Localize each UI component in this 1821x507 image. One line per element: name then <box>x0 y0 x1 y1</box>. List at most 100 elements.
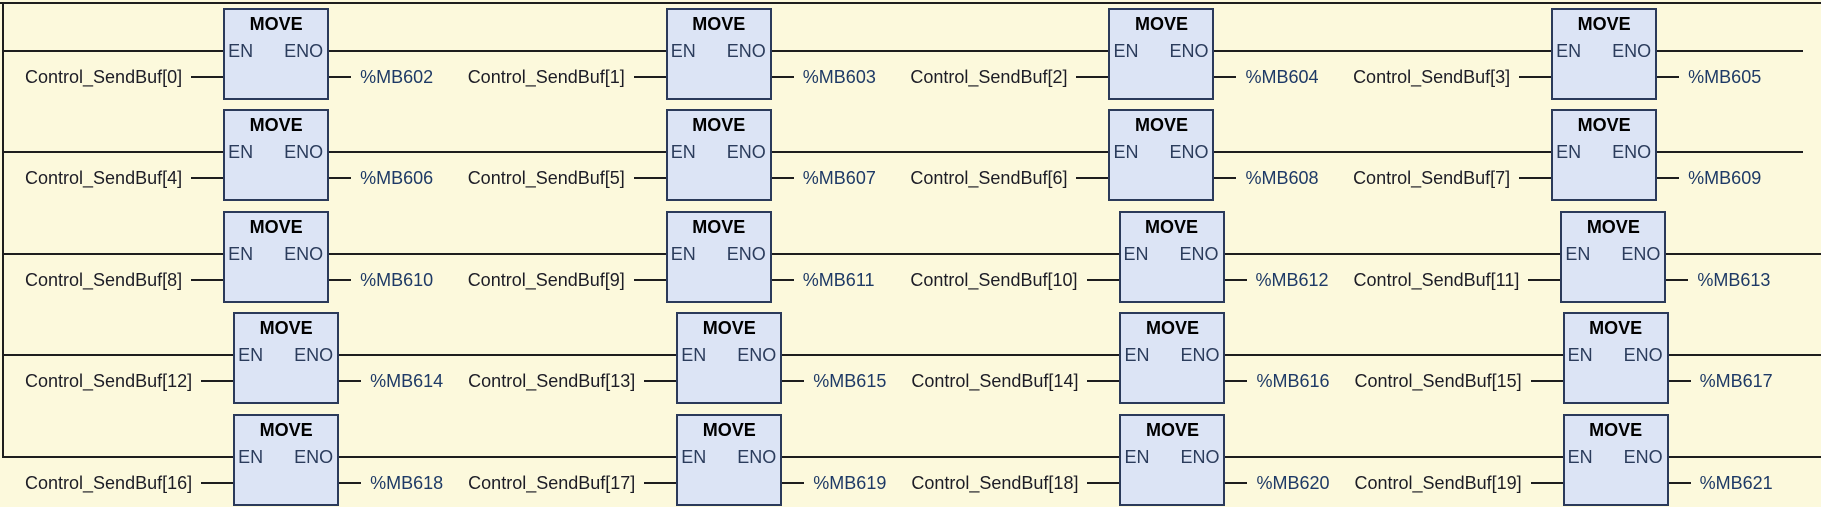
output-operand[interactable]: %MB607 <box>802 168 876 189</box>
move-block[interactable]: MOVE EN ENO <box>1119 312 1226 405</box>
input-operand[interactable]: Control_SendBuf[15] <box>1354 371 1522 392</box>
output-operand[interactable]: %MB617 <box>1699 371 1773 392</box>
input-operand[interactable]: Control_SendBuf[14] <box>911 371 1079 392</box>
rung-segment: Control_SendBuf[5] MOVE EN ENO %MB607 <box>443 101 886 202</box>
input-operand[interactable]: Control_SendBuf[5] <box>467 168 625 189</box>
input-operand[interactable]: Control_SendBuf[12] <box>25 371 193 392</box>
output-operand[interactable]: %MB605 <box>1688 67 1762 87</box>
move-block[interactable]: MOVE EN ENO <box>1118 210 1225 303</box>
output-operand[interactable]: %MB603 <box>802 67 876 87</box>
en-port-label: EN <box>1556 142 1582 163</box>
output-operand[interactable]: %MB615 <box>813 371 887 392</box>
move-block[interactable]: MOVE EN ENO <box>223 109 330 202</box>
input-wire-stub <box>644 481 677 484</box>
move-block[interactable]: MOVE EN ENO <box>1562 413 1669 506</box>
move-block[interactable]: MOVE EN ENO <box>1562 312 1669 405</box>
move-block[interactable]: MOVE EN ENO <box>665 8 772 100</box>
input-operand[interactable]: Control_SendBuf[7] <box>1353 168 1511 189</box>
en-port-label: EN <box>670 41 696 61</box>
input-operand[interactable]: Control_SendBuf[17] <box>468 472 636 493</box>
output-wire-stub <box>1225 380 1248 383</box>
input-operand[interactable]: Control_SendBuf[10] <box>910 269 1078 290</box>
output-operand[interactable]: %MB616 <box>1256 371 1330 392</box>
move-block-title: MOVE <box>1577 115 1631 136</box>
output-operand[interactable]: %MB609 <box>1688 168 1762 189</box>
rung-segment: Control_SendBuf[6] MOVE EN ENO %MB608 <box>885 101 1328 202</box>
output-operand[interactable]: %MB610 <box>360 269 434 290</box>
output-operand[interactable]: %MB606 <box>360 168 434 189</box>
move-block[interactable]: MOVE EN ENO <box>665 210 772 303</box>
output-wire-stub <box>1668 380 1691 383</box>
input-operand[interactable]: Control_SendBuf[1] <box>467 67 625 87</box>
output-wire-stub <box>339 481 362 484</box>
input-operand[interactable]: Control_SendBuf[8] <box>25 269 183 290</box>
input-wire-stub <box>191 177 224 180</box>
output-operand[interactable]: %MB604 <box>1245 67 1319 87</box>
output-operand[interactable]: %MB611 <box>802 269 875 290</box>
en-port-label: EN <box>228 243 254 264</box>
output-operand[interactable]: %MB620 <box>1256 472 1330 493</box>
move-block[interactable]: MOVE EN ENO <box>665 109 772 202</box>
output-operand[interactable]: %MB621 <box>1699 472 1773 493</box>
ladder-rung: Control_SendBuf[12] MOVE EN ENO %MB614 C… <box>0 304 1821 405</box>
output-operand[interactable]: %MB602 <box>360 67 434 87</box>
move-block[interactable]: MOVE EN ENO <box>676 312 783 405</box>
en-port-label: EN <box>1556 41 1582 61</box>
input-operand[interactable]: Control_SendBuf[11] <box>1353 269 1520 290</box>
move-block-title: MOVE <box>249 115 303 136</box>
en-port-label: EN <box>681 345 707 366</box>
move-block[interactable]: MOVE EN ENO <box>1560 210 1667 303</box>
output-operand[interactable]: %MB618 <box>370 472 444 493</box>
move-block[interactable]: MOVE EN ENO <box>1119 413 1226 506</box>
en-port-label: EN <box>1124 345 1150 366</box>
en-port-label: EN <box>670 243 696 264</box>
move-block[interactable]: MOVE EN ENO <box>233 413 340 506</box>
output-wire-stub <box>782 380 805 383</box>
output-wire-stub <box>1224 278 1247 281</box>
move-block[interactable]: MOVE EN ENO <box>1551 109 1658 202</box>
ladder-rung: Control_SendBuf[16] MOVE EN ENO %MB618 C… <box>0 406 1821 507</box>
output-wire-stub <box>771 76 794 78</box>
move-block[interactable]: MOVE EN ENO <box>676 413 783 506</box>
input-operand[interactable]: Control_SendBuf[18] <box>911 472 1079 493</box>
input-operand[interactable]: Control_SendBuf[0] <box>25 67 183 87</box>
move-block-title: MOVE <box>1577 14 1631 34</box>
move-block-title: MOVE <box>249 14 303 34</box>
input-operand[interactable]: Control_SendBuf[13] <box>468 371 636 392</box>
output-operand[interactable]: %MB608 <box>1245 168 1319 189</box>
eno-port-label: ENO <box>284 243 324 264</box>
move-block[interactable]: MOVE EN ENO <box>223 210 330 303</box>
move-block-title: MOVE <box>692 216 746 237</box>
input-operand[interactable]: Control_SendBuf[2] <box>910 67 1068 87</box>
input-operand[interactable]: Control_SendBuf[6] <box>910 168 1068 189</box>
output-operand[interactable]: %MB612 <box>1255 269 1329 290</box>
move-block[interactable]: MOVE EN ENO <box>223 8 330 100</box>
input-operand[interactable]: Control_SendBuf[4] <box>25 168 183 189</box>
rung-segment: Control_SendBuf[16] MOVE EN ENO %MB618 <box>0 406 443 507</box>
input-wire-stub <box>191 76 224 78</box>
input-operand[interactable]: Control_SendBuf[19] <box>1354 472 1522 493</box>
move-block[interactable]: MOVE EN ENO <box>233 312 340 405</box>
output-wire-stub <box>339 380 362 383</box>
move-block[interactable]: MOVE EN ENO <box>1108 8 1215 100</box>
output-operand[interactable]: %MB613 <box>1697 269 1771 290</box>
input-operand[interactable]: Control_SendBuf[9] <box>467 269 625 290</box>
output-operand[interactable]: %MB614 <box>370 371 444 392</box>
move-block[interactable]: MOVE EN ENO <box>1551 8 1658 100</box>
move-block-title: MOVE <box>692 115 746 136</box>
input-wire-stub <box>1087 481 1120 484</box>
rung-segment: Control_SendBuf[18] MOVE EN ENO %MB620 <box>886 406 1330 507</box>
rung-segment: Control_SendBuf[0] MOVE EN ENO %MB602 <box>0 0 443 101</box>
input-operand[interactable]: Control_SendBuf[3] <box>1353 67 1511 87</box>
input-wire-stub <box>1087 380 1120 383</box>
output-wire-stub <box>329 278 352 281</box>
eno-port-label: ENO <box>1621 243 1661 264</box>
move-block-title: MOVE <box>1145 419 1199 440</box>
move-block[interactable]: MOVE EN ENO <box>1108 109 1215 202</box>
move-block-title: MOVE <box>1134 14 1188 34</box>
input-wire-stub <box>1076 177 1109 180</box>
en-port-label: EN <box>681 446 707 467</box>
input-operand[interactable]: Control_SendBuf[16] <box>25 472 193 493</box>
output-operand[interactable]: %MB619 <box>813 472 887 493</box>
output-wire-stub <box>1668 481 1691 484</box>
